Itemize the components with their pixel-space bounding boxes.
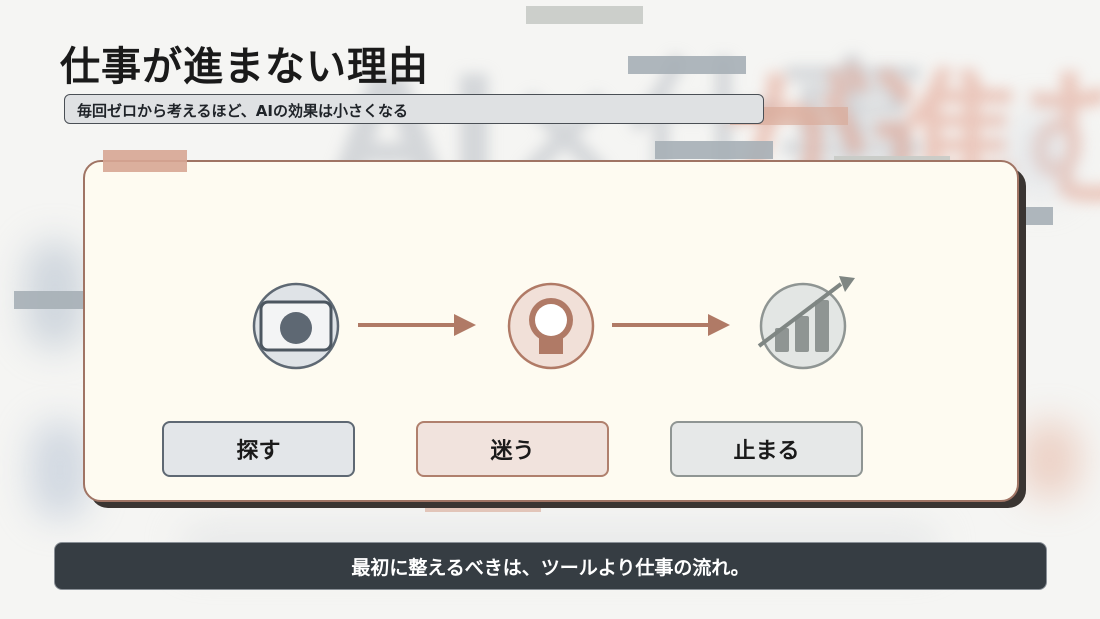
step-label-stop: 止まる — [670, 421, 863, 477]
tape-strip — [655, 141, 773, 159]
rising-chart-icon — [757, 276, 855, 370]
page-title: 仕事が進まない理由 — [60, 44, 429, 90]
lightbulb-icon — [507, 282, 595, 370]
step-label-search: 探す — [162, 421, 355, 477]
tape-strip — [526, 6, 643, 24]
card-tape — [103, 150, 187, 172]
arrow-right-icon — [358, 314, 476, 336]
subtitle-banner: 毎回ゼロから考えるほど、AIの効果は小さくなる — [64, 94, 764, 124]
tape-strip — [1020, 207, 1053, 225]
footer-message: 最初に整えるべきは、ツールより仕事の流れ。 — [54, 542, 1047, 590]
tape-strip — [628, 56, 746, 74]
tape-strip — [14, 291, 84, 309]
image-icon — [252, 282, 340, 370]
background-blob — [30, 420, 90, 520]
step-label-hesitate: 迷う — [416, 421, 609, 477]
arrow-right-icon — [612, 314, 730, 336]
background-blob — [1020, 420, 1080, 500]
